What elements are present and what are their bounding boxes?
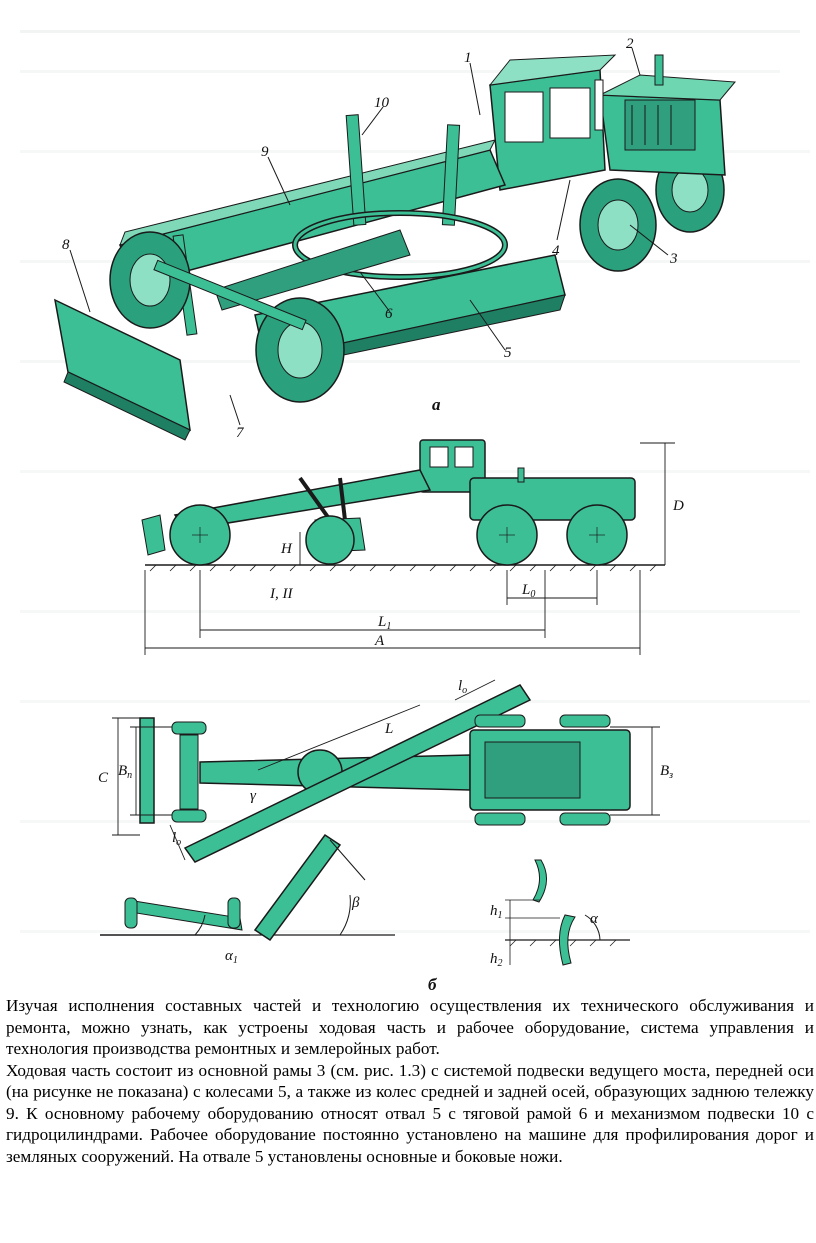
side-view-wheels (169, 504, 628, 566)
front-wheels (109, 231, 345, 403)
callout-10: 10 (374, 95, 390, 111)
body-text: Изучая исполнения составных частей и тех… (6, 995, 814, 1167)
angle-beta: β (351, 895, 360, 911)
dim-L0: L0 (521, 582, 535, 600)
grader-figure: 1 2 10 9 8 4 3 6 5 7 а (20, 30, 800, 990)
callout-8: 8 (62, 237, 70, 253)
dim-h1: h1 (490, 903, 503, 921)
dim-h2: h2 (490, 951, 503, 969)
dim-D: D (672, 498, 684, 514)
callout-6: 6 (385, 306, 393, 322)
callout-2: 2 (626, 36, 634, 52)
grader-perspective-view: 1 2 10 9 8 4 3 6 5 7 а (54, 36, 737, 441)
grader-plan-view: C Bп Bз L lо lо γ (98, 678, 673, 863)
dim-lo-bottom: lо (172, 830, 181, 848)
dim-H: H (280, 541, 293, 557)
blade-section-views: α1 β h1 h2 α б (100, 833, 630, 990)
axle-label: I, II (269, 586, 293, 602)
rear-wheels (579, 147, 725, 272)
angle-gamma: γ (250, 788, 257, 804)
callout-1: 1 (464, 50, 472, 66)
paragraph-1: Изучая исполнения составных частей и тех… (6, 996, 814, 1058)
dim-L-blade: L (384, 721, 393, 737)
dim-Bz: Bз (660, 763, 673, 781)
callout-5: 5 (504, 345, 512, 361)
dim-lo-top: lо (458, 678, 467, 696)
subfigure-b-label: б (428, 975, 438, 990)
callout-4: 4 (552, 243, 560, 259)
grader-side-view: D H L0 L1 A I, II (141, 439, 684, 655)
subfigure-a-label: а (432, 395, 441, 414)
dim-A: A (374, 633, 385, 649)
dim-Bn: Bп (118, 763, 132, 781)
angle-alpha: α (590, 911, 599, 927)
angle-alpha1: α1 (225, 948, 238, 966)
dim-L1: L1 (377, 614, 391, 632)
paragraph-2: Ходовая часть состоит из основной рамы 3… (6, 1060, 814, 1166)
callout-3: 3 (669, 251, 678, 267)
callout-9: 9 (261, 144, 269, 160)
dim-C: C (98, 770, 109, 786)
callout-7: 7 (236, 425, 245, 441)
